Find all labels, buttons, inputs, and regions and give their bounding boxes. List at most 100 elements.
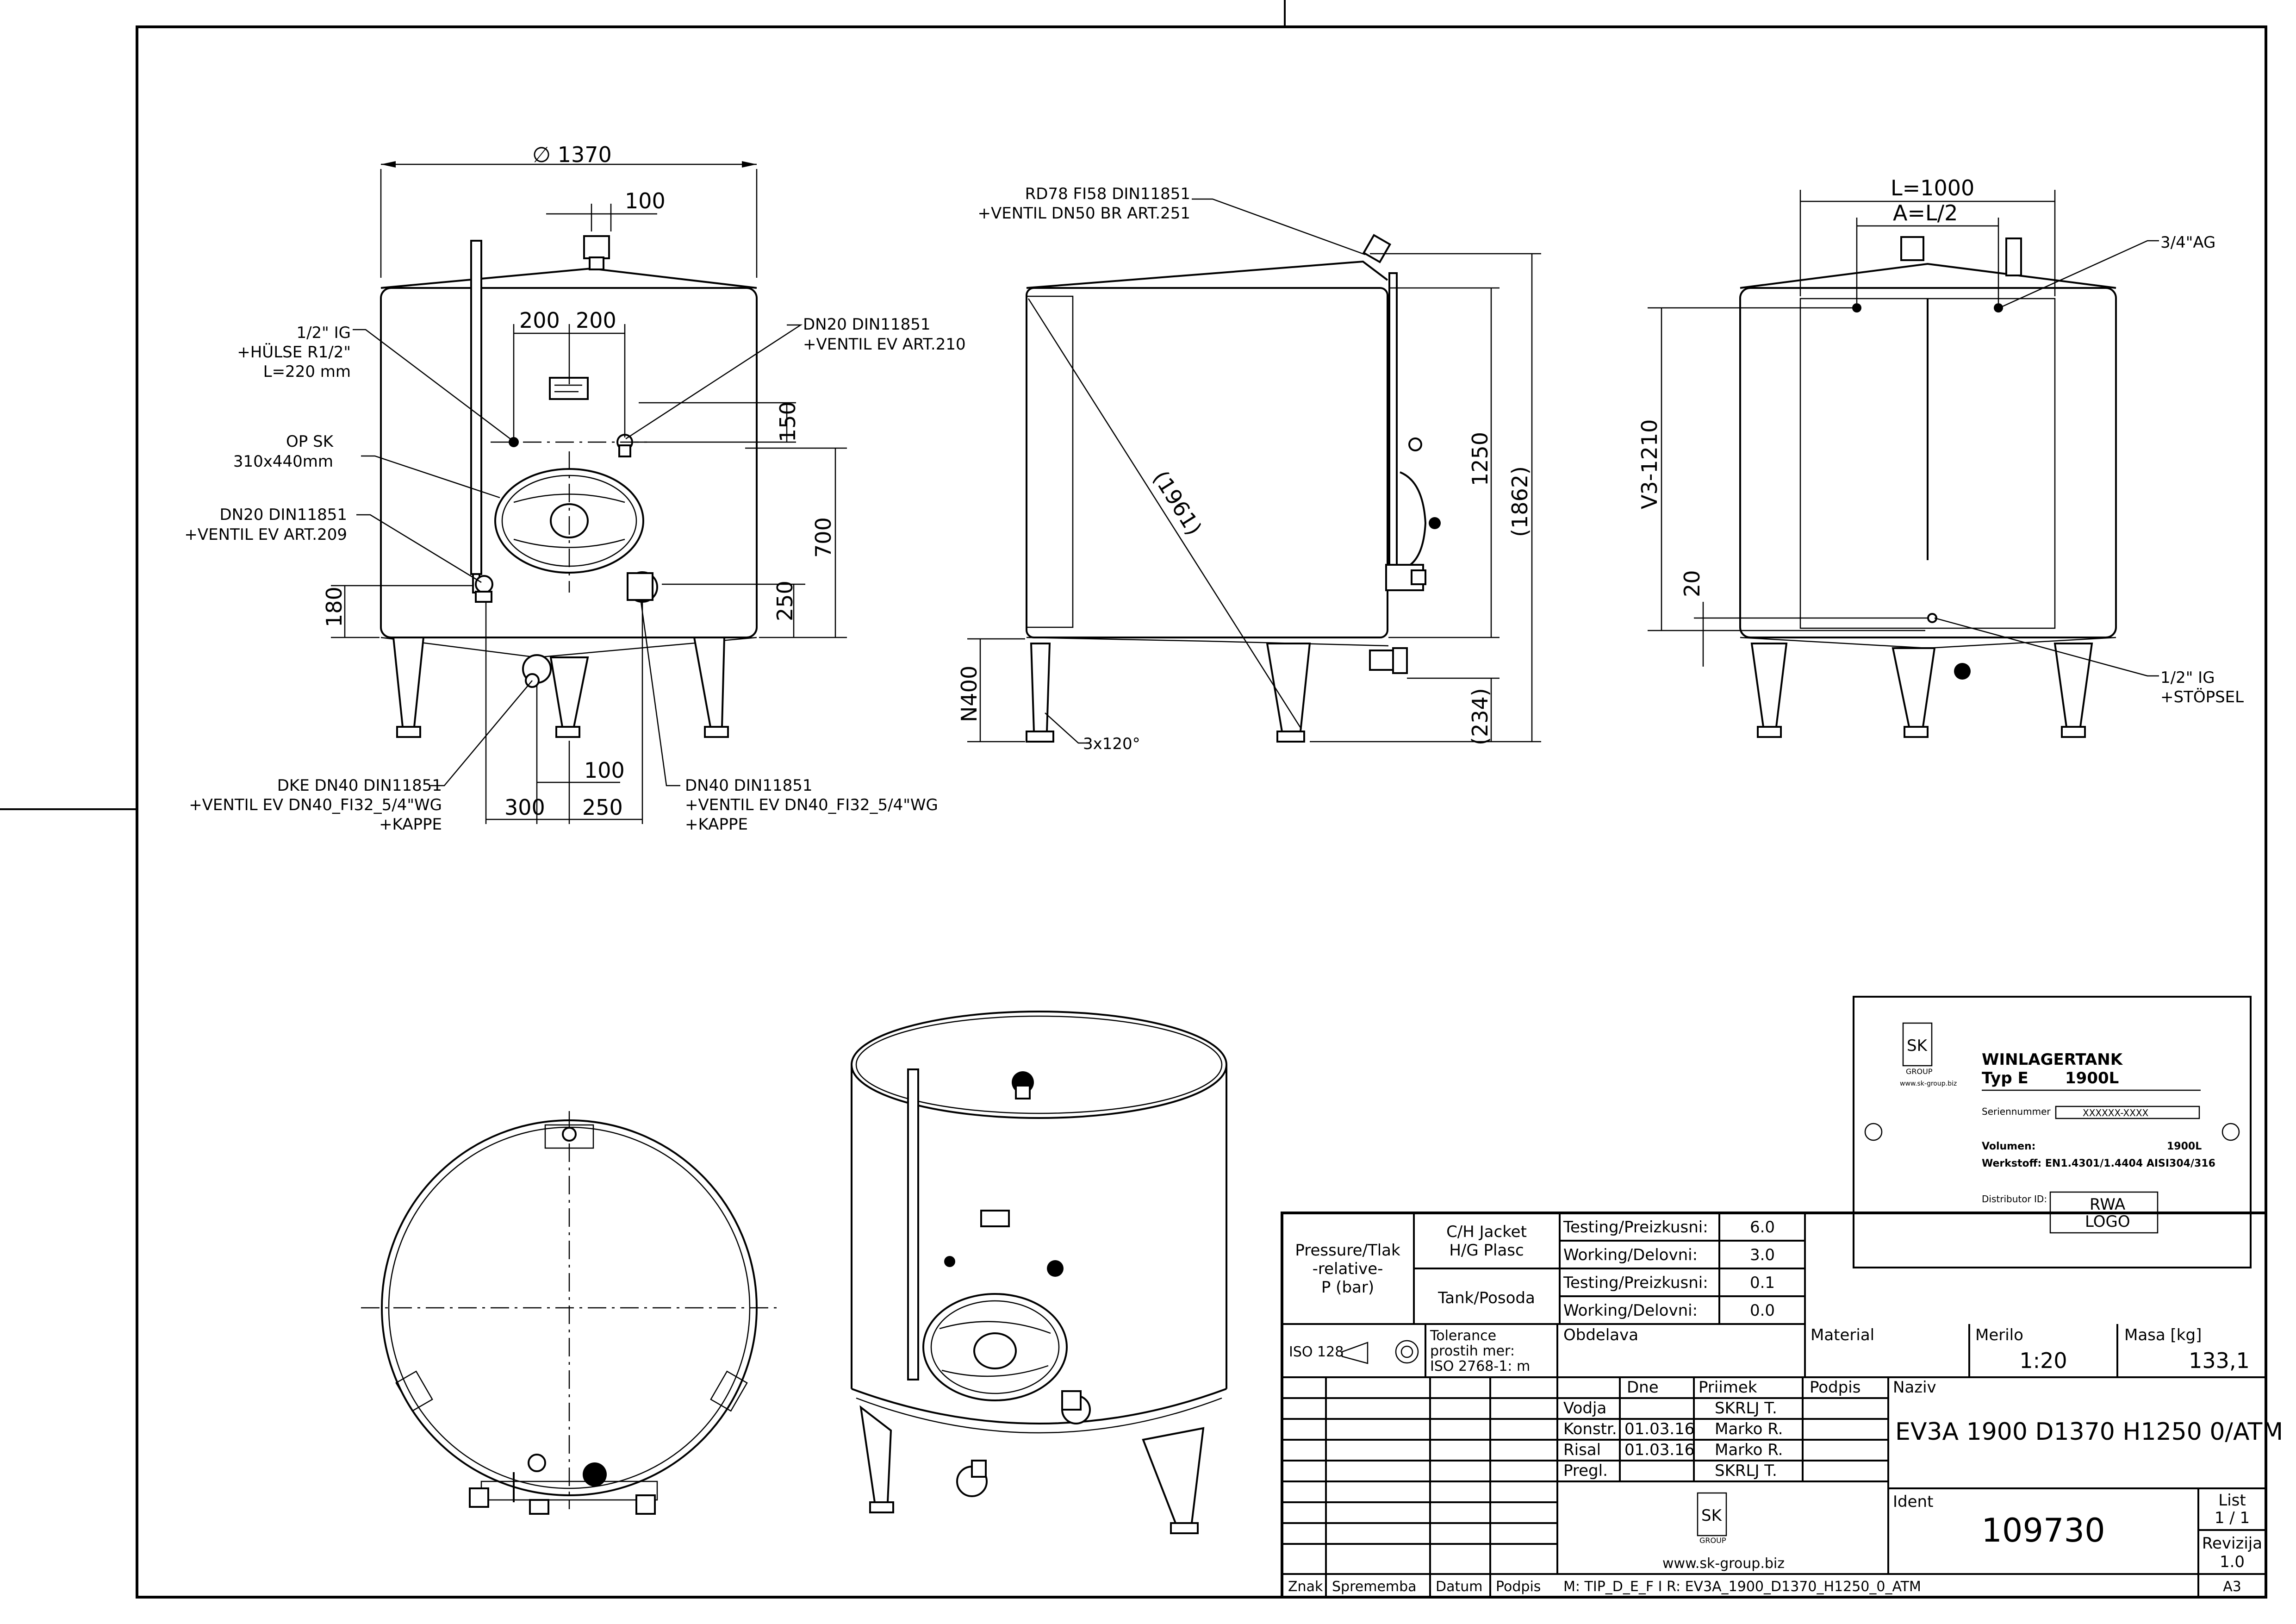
tb-naziv-label: Naziv <box>1893 1378 1936 1397</box>
tb-person-4-name: SKRLJ T. <box>1715 1462 1777 1480</box>
tb-ident-label: Ident <box>1893 1493 1933 1511</box>
rear-callout-2: 1/2" IG +STÖPSEL <box>2160 668 2244 706</box>
nameplate-title-vol: 1900L <box>2065 1069 2119 1087</box>
tb-masa-label: Masa [kg] <box>2124 1326 2202 1344</box>
tb-file-path: M: TIP_D_E_F I R: EV3A_1900_D1370_H1250_… <box>1563 1579 1921 1595</box>
dim-700: 700 <box>811 517 836 558</box>
dim-n400: N400 <box>957 666 982 722</box>
svg-text:+VENTIL EV ART.210: +VENTIL EV ART.210 <box>803 335 966 354</box>
tb-podpis-2: Podpis <box>1496 1579 1541 1595</box>
dim-1862: (1862) <box>1507 466 1532 537</box>
tb-dne: Dne <box>1627 1378 1659 1397</box>
tb-row-3-value: 0.1 <box>1750 1274 1775 1292</box>
svg-text:+VENTIL EV DN40_FI32_5/4"WG: +VENTIL EV DN40_FI32_5/4"WG <box>189 796 442 814</box>
svg-text:1/2" IG: 1/2" IG <box>296 324 351 342</box>
dim-top-100: 100 <box>625 188 666 213</box>
tb-revizija-label: Revizija <box>2202 1534 2262 1553</box>
svg-text:DN20 DIN11851: DN20 DIN11851 <box>220 506 348 524</box>
svg-text:+HÜLSE R1/2": +HÜLSE R1/2" <box>237 343 351 362</box>
dim-1961: (1961) <box>1148 466 1207 539</box>
tb-projection-icon <box>1341 1342 1369 1364</box>
tb-row-1-value: 6.0 <box>1750 1218 1775 1237</box>
svg-text:+KAPPE: +KAPPE <box>379 815 442 834</box>
tb-naziv-value: EV3A 1900 D1370 H1250 0/ATM <box>1895 1418 2283 1446</box>
svg-text:DKE DN40 DIN11851: DKE DN40 DIN11851 <box>277 776 442 795</box>
side-callout-1: RD78 FI58 DIN11851 +VENTIL DN50 BR ART.2… <box>978 185 1191 223</box>
tb-row-3-label: Testing/Preizkusni: <box>1563 1274 1708 1292</box>
front-callout-6: DN40 DIN11851 +VENTIL EV DN40_FI32_5/4"W… <box>685 776 938 834</box>
dim-180: 180 <box>322 587 347 627</box>
rear-view: L=1000 A=L/2 V3-1210 20 3/4"AG 1/2" IG +… <box>1637 175 2244 738</box>
front-view: ∅ 1370 100 200 200 150 700 250 180 100 <box>184 142 965 834</box>
tb-tank: Tank/Posoda <box>1437 1289 1535 1307</box>
svg-text:+VENTIL DN50 BR ART.251: +VENTIL DN50 BR ART.251 <box>978 204 1191 223</box>
iso-view <box>851 1011 1227 1534</box>
svg-text:L=220 mm: L=220 mm <box>263 362 351 381</box>
tb-format: A3 <box>2223 1579 2241 1595</box>
tb-person-2-role: Konstr. <box>1563 1420 1617 1438</box>
tb-revizija-value: 1.0 <box>2220 1553 2245 1571</box>
dim-20: 20 <box>1680 570 1705 597</box>
svg-text:310x440mm: 310x440mm <box>233 452 333 471</box>
title-block: Pressure/Tlak -relative- P (bar) C/H Jac… <box>1281 1212 2283 1599</box>
tb-pressure-3: P (bar) <box>1321 1278 1374 1297</box>
tb-person-3-name: Marko R. <box>1715 1441 1783 1459</box>
dim-234: (234) <box>1468 688 1493 745</box>
dim-1250: 1250 <box>1468 432 1493 486</box>
dim-diameter: ∅ 1370 <box>532 142 612 167</box>
tb-row-4-label: Working/Delovni: <box>1563 1301 1698 1320</box>
dim-v3: V3-1210 <box>1637 419 1662 509</box>
nameplate-distributor-label: Distributor ID: <box>1982 1193 2047 1205</box>
tb-person-2-name: Marko R. <box>1715 1420 1783 1438</box>
tb-company-url: www.sk-group.biz <box>1662 1555 1785 1572</box>
dim-300: 300 <box>504 795 545 820</box>
nameplate-logo-sub: GROUP <box>1906 1067 1933 1076</box>
tb-znak: Znak <box>1288 1579 1323 1595</box>
dim-legs: 3x120° <box>1083 735 1140 753</box>
tb-merilo-label: Merilo <box>1975 1326 2023 1344</box>
nameplate-title-1: WINLAGERTANK <box>1982 1050 2123 1069</box>
tb-person-4-role: Pregl. <box>1563 1462 1608 1480</box>
front-callout-1: 1/2" IG +HÜLSE R1/2" L=220 mm <box>237 324 351 381</box>
tb-datum: Datum <box>1436 1579 1482 1595</box>
tb-row-2-label: Working/Delovni: <box>1563 1246 1698 1264</box>
tb-person-1-name: SKRLJ T. <box>1715 1399 1777 1418</box>
nameplate-distributor-1: RWA <box>2090 1195 2125 1214</box>
side-view: (1961) 1250 (1862) (234) N400 3x120° RD7… <box>957 185 1541 753</box>
svg-text:RD78 FI58 DIN11851: RD78 FI58 DIN11851 <box>1025 185 1190 203</box>
nameplate-material: Werkstoff: EN1.4301/1.4404 AISI304/316 <box>1982 1158 2215 1169</box>
svg-text:DN20 DIN11851: DN20 DIN11851 <box>803 315 931 334</box>
nameplate-logo: SK <box>1907 1037 1928 1055</box>
svg-text:+KAPPE: +KAPPE <box>685 815 748 834</box>
tb-person-2-date: 01.03.16 <box>1624 1420 1694 1438</box>
tb-material: Material <box>1811 1326 1874 1344</box>
sheet-frame <box>0 0 2267 1599</box>
tb-jacket-1: C/H Jacket <box>1446 1223 1527 1241</box>
tb-tolerance-3: ISO 2768-1: m <box>1430 1358 1530 1374</box>
svg-text:+VENTIL EV ART.209: +VENTIL EV ART.209 <box>184 525 347 544</box>
nameplate-volume-value: 1900L <box>2167 1141 2202 1152</box>
front-callout-3: DN20 DIN11851 +VENTIL EV ART.209 <box>184 506 347 544</box>
top-view <box>361 1111 778 1515</box>
tb-list-label: List <box>2218 1491 2246 1510</box>
svg-text:OP SK: OP SK <box>286 432 334 451</box>
tb-podpis: Podpis <box>1810 1378 1860 1397</box>
tb-row-4-value: 0.0 <box>1750 1301 1775 1320</box>
tb-person-3-role: Risal <box>1563 1441 1601 1459</box>
nameplate-volume-label: Volumen: <box>1982 1141 2035 1152</box>
tb-jacket-2: H/G Plasc <box>1449 1241 1524 1260</box>
tb-priimek: Priimek <box>1699 1378 1757 1397</box>
tb-tolerance-1: Tolerance <box>1430 1328 1496 1344</box>
nameplate-serial-value: XXXXXX-XXXX <box>2083 1107 2149 1118</box>
tb-row-2-value: 3.0 <box>1750 1246 1775 1264</box>
tb-row-1-label: Testing/Preizkusni: <box>1563 1218 1708 1237</box>
tb-pressure-2: -relative- <box>1313 1260 1383 1278</box>
svg-text:+STÖPSEL: +STÖPSEL <box>2160 687 2244 706</box>
svg-text:1/2" IG: 1/2" IG <box>2160 668 2215 687</box>
nameplate-title-2: Typ E <box>1982 1069 2028 1087</box>
dim-200-right: 200 <box>576 308 616 333</box>
tb-person-1-role: Vodja <box>1563 1399 1606 1418</box>
tb-person-3-date: 01.03.16 <box>1624 1441 1694 1459</box>
tb-company-logo-sub: GROUP <box>1699 1536 1726 1545</box>
dim-250-bottom: 250 <box>582 795 623 820</box>
